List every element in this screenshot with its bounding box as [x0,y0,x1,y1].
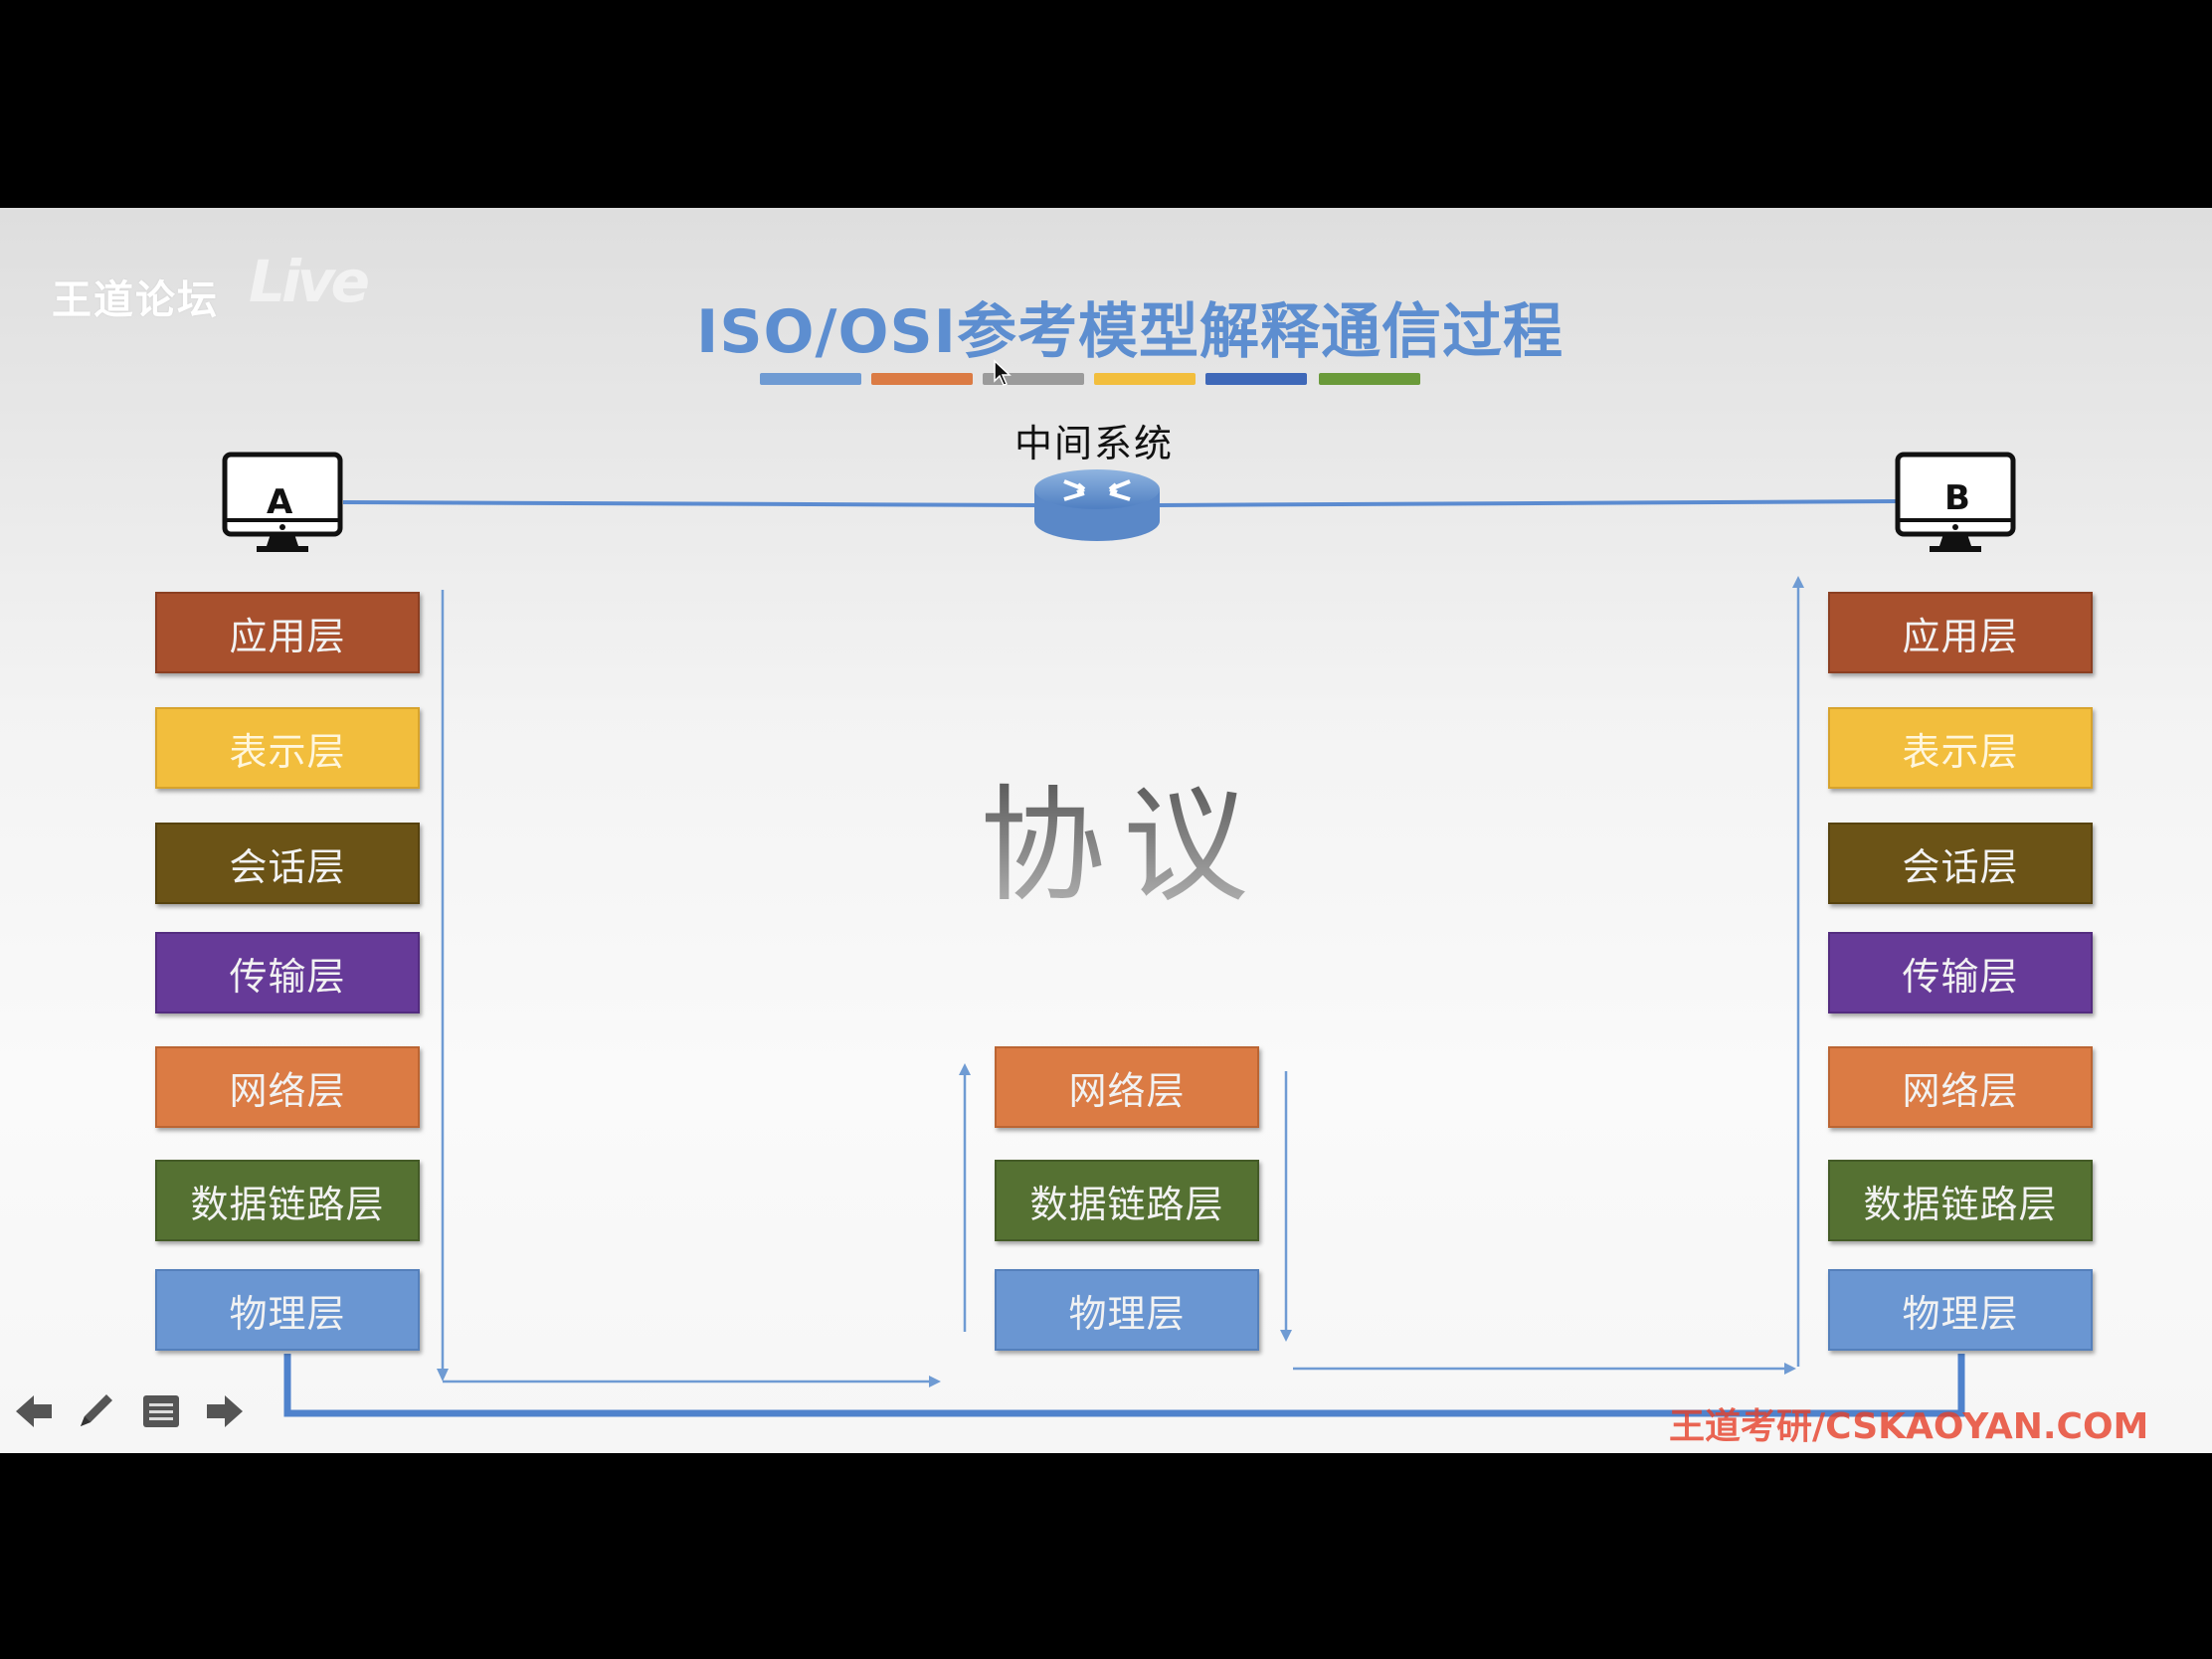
right-arrow-icon[interactable] [199,1385,251,1437]
link-a-router [342,500,1040,507]
stack-b-transport-layer: 传输层 [1828,932,2093,1014]
title-underline-bar-1 [760,373,861,385]
forum-logo: Live [249,248,370,315]
stack-mid-network-layer: 网络层 [995,1046,1259,1128]
computer-b-label: B [1944,478,1970,518]
stack-b-presentation-layer: 表示层 [1828,707,2093,789]
stack-a-session-layer: 会话层 [155,823,420,904]
stack-b-network-layer: 网络层 [1828,1046,2093,1128]
title-underline-bar-6 [1319,373,1420,385]
stack-a-application-layer: 应用层 [155,592,420,673]
menu-icon[interactable] [135,1385,187,1437]
stack-b-datalink-layer: 数据链路层 [1828,1160,2093,1241]
mouse-cursor-icon [994,359,1012,386]
title-underline-bar-5 [1205,373,1307,385]
stack-b-application-layer: 应用层 [1828,592,2093,673]
title-underline-bar-4 [1094,373,1196,385]
stack-mid-physical-layer: 物理层 [995,1269,1259,1351]
watermark-text: 王道考研/CSKAOYAN.COM [1669,1406,2149,1447]
computer-a-icon [222,452,343,552]
forum-name: 王道论坛 [52,277,219,323]
title-underline-bar-2 [871,373,973,385]
slide: 王道论坛 Live ISO/OSI参考模型解释通信过程 中间系统 [0,208,2212,1453]
computer-b-icon [1895,452,2016,552]
stack-b-session-layer: 会话层 [1828,823,2093,904]
left-arrow-icon[interactable] [8,1385,60,1437]
pen-icon[interactable] [70,1385,121,1437]
physical-cable [283,1354,1965,1417]
title-underline-bar-3 [983,373,1084,385]
stack-a-physical-layer: 物理层 [155,1269,420,1351]
stack-mid-datalink-layer: 数据链路层 [995,1160,1259,1241]
stack-b-physical-layer: 物理层 [1828,1269,2093,1351]
stack-a-datalink-layer: 数据链路层 [155,1160,420,1241]
connection-lines [283,499,1965,1417]
router-icon [1034,469,1160,541]
link-router-b [1158,499,1901,507]
stack-a-transport-layer: 传输层 [155,932,420,1014]
intermediate-system-label: 中间系统 [1014,422,1175,465]
stack-a-network-layer: 网络层 [155,1046,420,1128]
slide-title: ISO/OSI参考模型解释通信过程 [696,297,1564,367]
protocol-text: 协议 [980,745,1266,926]
computer-a-label: A [267,482,293,522]
stack-a-presentation-layer: 表示层 [155,707,420,789]
